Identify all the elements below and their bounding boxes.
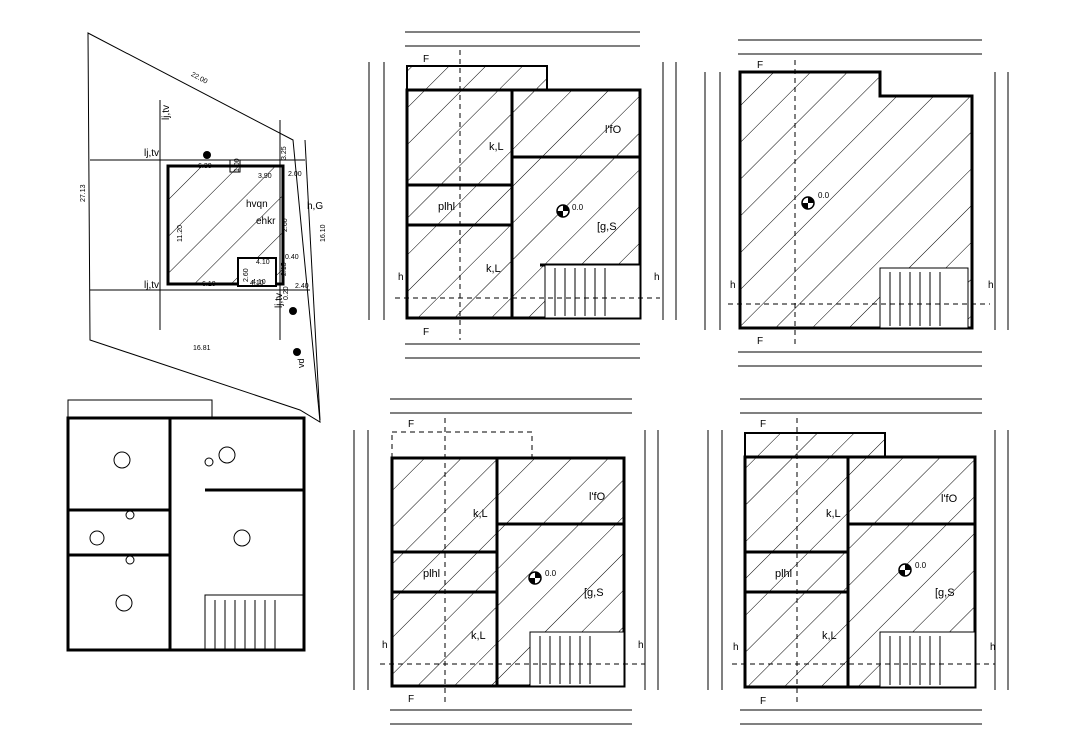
room-label: l'fO: [589, 491, 606, 503]
survey-marker: [289, 307, 297, 315]
outer-wall: [743, 455, 977, 689]
stair-treads: [554, 268, 606, 316]
section-label: h: [382, 640, 388, 651]
dim-label: 2.40: [295, 283, 309, 290]
section-label: h: [990, 642, 996, 653]
edge-top-label: 22.00: [190, 71, 209, 85]
dim-label: 6.10: [202, 281, 216, 288]
section-label: h: [654, 272, 660, 283]
dim-label: 2.00: [288, 171, 302, 178]
dimension-lines: [368, 31, 677, 359]
section-label: F: [408, 419, 414, 430]
section-label: h: [733, 642, 739, 653]
roof-plan: 0.0 F F h h: [704, 39, 1009, 367]
light-icon: [115, 594, 133, 612]
vd-label: vd: [296, 358, 306, 368]
section-label: F: [423, 54, 429, 65]
section-label: F: [760, 419, 766, 430]
dimension-lines: [704, 39, 1009, 367]
dim-label: 6.30: [198, 163, 212, 170]
stair-electrical: [214, 600, 276, 650]
room-label: k,L: [826, 508, 841, 520]
outer-wall: [405, 88, 642, 320]
dim-label: 2.60: [243, 268, 250, 282]
room-label: k,L: [822, 630, 837, 642]
edge-right-label: 16.10: [320, 224, 327, 242]
road-label: lj,tv: [144, 148, 159, 159]
dim-label: 2.15: [281, 262, 288, 276]
room-label: l'fO: [605, 124, 622, 136]
level-label: 0.0: [572, 203, 584, 212]
switch-icon: [125, 510, 135, 520]
dim-label: 3.90: [258, 173, 272, 180]
gate-label: h,G: [307, 201, 323, 212]
room-label: k,L: [473, 508, 488, 520]
site-plan: 22.00 27.13 16.10 16.81 11.20 6.30 1.00 …: [80, 32, 327, 423]
room-label: plhl: [775, 568, 792, 580]
light-icon: [113, 451, 131, 469]
electrical-plan: [66, 399, 306, 652]
room-label: k,L: [489, 141, 504, 153]
section-label: F: [408, 694, 414, 705]
floor-plan-1: k,L l'fO plhl [g,S k,L 0.0 F F h h: [368, 31, 677, 359]
dim-label: 2.60: [282, 218, 289, 232]
section-label: F: [757, 336, 763, 347]
section-label: h: [638, 640, 644, 651]
dim-label: 4.10: [250, 280, 264, 287]
dimension-lines: [353, 398, 659, 725]
floor-plan-2: k,L l'fO plhl [g,S k,L 0.0 F F h h: [353, 398, 659, 725]
light-icon: [89, 530, 105, 546]
dim-label: 1.00: [234, 158, 241, 172]
room-label: l'fO: [941, 493, 958, 505]
house-label: ehkr: [256, 216, 276, 227]
edge-bottom-label: 16.81: [193, 345, 211, 352]
survey-marker: [203, 151, 211, 159]
floor-plan-3: k,L l'fO plhl [g,S k,L 0.0 F F h h: [707, 398, 1009, 725]
survey-marker: [293, 348, 301, 356]
dimension-lines: [707, 398, 1009, 725]
stair-treads: [889, 272, 941, 326]
dim-label: 0.40: [285, 254, 299, 261]
section-label: F: [423, 327, 429, 338]
width-label: 11.20: [177, 225, 184, 242]
stairwell: [529, 631, 625, 687]
switch-icon: [204, 457, 214, 467]
light-icon: [218, 446, 236, 464]
level-label: 0.0: [818, 191, 830, 200]
room-label: [g,S: [597, 221, 617, 233]
room-label: k,L: [486, 263, 501, 275]
road-label: lj,tv: [274, 293, 285, 308]
level-label: 0.0: [915, 561, 927, 570]
stair-treads: [539, 636, 591, 684]
section-label: h: [730, 280, 736, 291]
level-label: 0.0: [545, 569, 557, 578]
section-label: F: [757, 60, 763, 71]
light-icon: [233, 529, 251, 547]
dim-label: 4.10: [256, 259, 270, 266]
stair-treads: [889, 636, 941, 685]
room-label: plhl: [423, 568, 440, 580]
switch-icon: [125, 555, 135, 565]
stairwell: [544, 264, 641, 319]
road-label: lj,tv: [161, 105, 172, 120]
stairwell: [879, 267, 969, 329]
room-label: k,L: [471, 630, 486, 642]
road-label: lj,tv: [144, 280, 159, 291]
electrical-outer-wall: [66, 416, 306, 652]
section-label: F: [760, 696, 766, 707]
dim-label: 3.25: [281, 146, 288, 160]
section-label: h: [988, 280, 994, 291]
house-label: hvqn: [246, 199, 268, 210]
room-label: [g,S: [584, 587, 604, 599]
room-label: plhl: [438, 201, 455, 213]
room-label: [g,S: [935, 587, 955, 599]
section-label: h: [398, 272, 404, 283]
dim-label: 4.10: [252, 279, 266, 286]
dim-label: 0.20: [283, 286, 290, 300]
site-boundary: [87, 32, 321, 423]
roof-outline: [738, 70, 974, 330]
edge-left-label: 27.13: [80, 184, 87, 202]
stairwell: [879, 631, 976, 688]
